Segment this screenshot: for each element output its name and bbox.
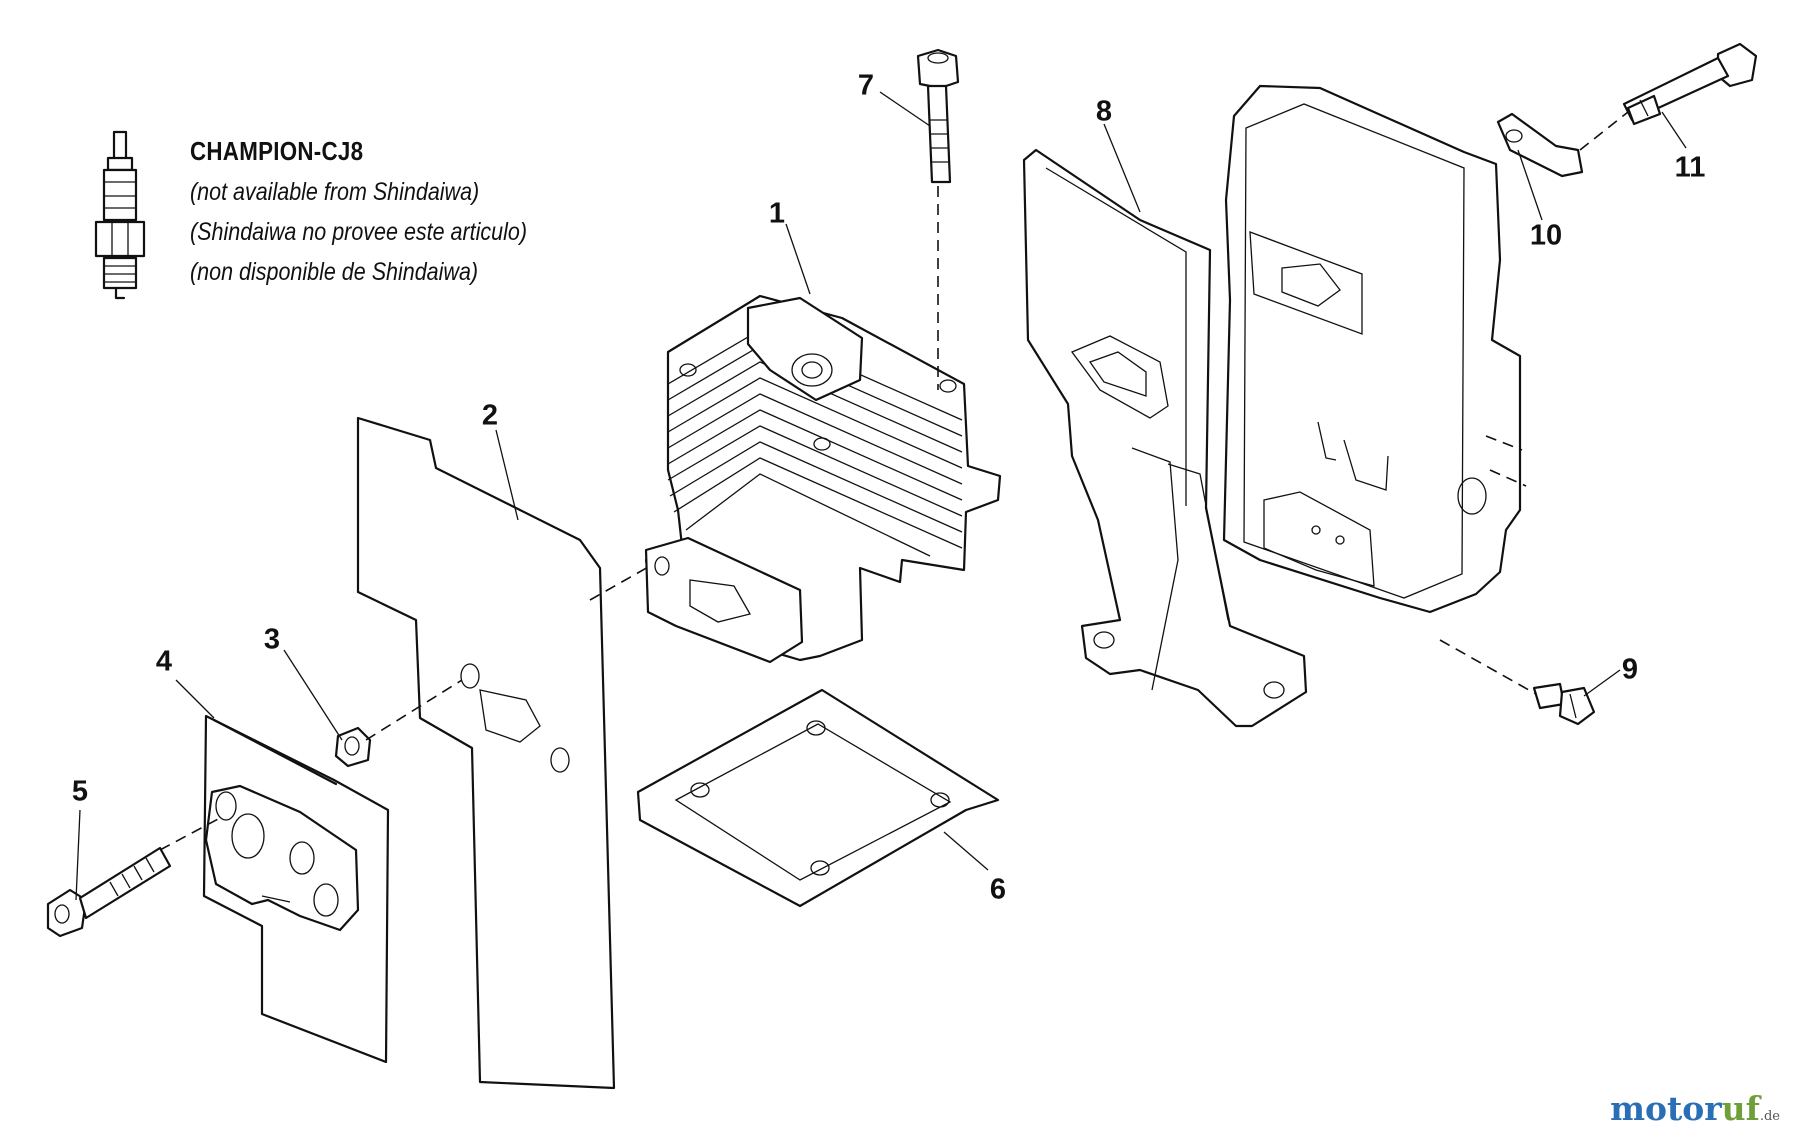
nut [334,726,372,768]
muffler-gasket [1022,148,1308,728]
spark-plug-note-es: (Shindaiwa no provee este articulo) [190,218,528,246]
intake-manifold [204,784,360,932]
callout-3: 3 [263,623,281,656]
muffler [1222,84,1522,614]
callout-5: 5 [71,775,89,808]
callout-11: 11 [1674,151,1706,184]
screw [1532,682,1596,726]
callout-1: 1 [768,197,786,230]
callout-4: 4 [155,645,173,678]
cap-screw [916,48,960,184]
callout-2: 2 [481,399,499,432]
callout-8: 8 [1095,95,1113,128]
callout-7: 7 [857,69,875,102]
leader-lines [75,91,1687,901]
spark-plug [94,130,146,300]
spark-plug-note-en: (not available from Shindaiwa) [190,178,480,206]
spark-plug-title: CHAMPION-CJ8 [190,136,364,166]
cylinder-gasket [636,688,1000,908]
watermark-logo: motoruf.de [1610,1089,1780,1128]
assembly-lines [159,111,1629,851]
watermark-suffix: .de [1759,1109,1780,1124]
insulator-gasket-plate [356,416,616,1090]
cylinder [644,294,1002,664]
spark-plug-note-fr: (non disponible de Shindaiwa) [190,258,479,286]
lock-plate [1496,112,1584,178]
callout-6: 6 [989,873,1007,906]
callout-9: 9 [1621,653,1639,686]
long-bolt [1622,42,1758,126]
watermark-text-b: uf [1721,1089,1760,1128]
bolt [46,846,172,938]
watermark-text-a: motor [1610,1089,1722,1128]
callout-10: 10 [1529,219,1563,252]
